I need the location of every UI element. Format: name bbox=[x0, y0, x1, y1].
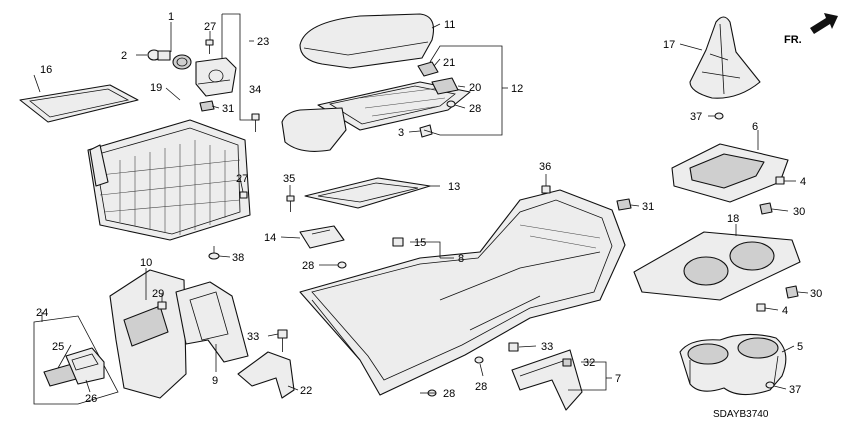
callout-33-right: 33 bbox=[541, 341, 553, 353]
callout-28-lower-a: 28 bbox=[443, 388, 455, 400]
part-36-clip bbox=[541, 185, 551, 194]
part-34-screw bbox=[251, 113, 260, 132]
callout-25: 25 bbox=[52, 341, 64, 353]
callout-4-upper: 4 bbox=[800, 176, 806, 188]
callout-20: 20 bbox=[469, 82, 481, 94]
part-4-clip-lower bbox=[756, 303, 766, 312]
callout-32: 32 bbox=[583, 357, 595, 369]
part-16-console-mat bbox=[19, 84, 139, 123]
callout-19: 19 bbox=[150, 82, 162, 94]
callout-28-lower-b: 28 bbox=[475, 381, 487, 393]
part-33-bolt-left bbox=[277, 329, 288, 352]
callout-28-armrest: 28 bbox=[469, 103, 481, 115]
callout-15: 15 bbox=[414, 237, 426, 249]
callout-10: 10 bbox=[140, 257, 152, 269]
callout-6: 6 bbox=[752, 121, 758, 133]
callout-36: 36 bbox=[539, 161, 551, 173]
callout-22: 22 bbox=[300, 385, 312, 397]
callout-29: 29 bbox=[152, 288, 164, 300]
callout-2: 2 bbox=[121, 50, 127, 62]
part-38-screw bbox=[208, 246, 220, 260]
callout-33-left: 33 bbox=[247, 331, 259, 343]
part-5-cup-holder bbox=[679, 333, 787, 396]
callout-37-upper: 37 bbox=[690, 111, 702, 123]
callout-8: 8 bbox=[458, 253, 464, 265]
part-23-socket-bracket bbox=[195, 57, 237, 97]
callout-17: 17 bbox=[663, 39, 675, 51]
direction-label: FR. bbox=[784, 34, 802, 46]
front-direction-indicator: FR. bbox=[784, 13, 838, 46]
part-2-accessory-socket bbox=[147, 49, 192, 70]
part-37-screw-upper bbox=[714, 112, 724, 120]
part-33-bolt-right bbox=[508, 342, 519, 352]
diagram-code: SDAYB3740 bbox=[713, 409, 769, 420]
part-20-hinge bbox=[431, 77, 459, 95]
part-9-panel-bracket bbox=[175, 281, 249, 363]
front-arrow-icon bbox=[810, 13, 838, 34]
part-32-nut bbox=[562, 358, 572, 367]
part-13-storage-tray bbox=[304, 177, 431, 209]
callout-37-lower: 37 bbox=[789, 384, 801, 396]
leader-lines bbox=[33, 13, 809, 394]
part-17-shift-boot bbox=[689, 16, 761, 99]
part-6-shift-panel bbox=[671, 143, 789, 203]
callout-38: 38 bbox=[232, 252, 244, 264]
part-27-screw-lower bbox=[239, 191, 248, 199]
callout-7: 7 bbox=[615, 373, 621, 385]
callout-4-lower: 4 bbox=[782, 305, 788, 317]
part-31-clip-right bbox=[616, 198, 632, 211]
part-26-pocket bbox=[65, 347, 105, 385]
callout-26: 26 bbox=[85, 393, 97, 405]
callout-31-right: 31 bbox=[642, 201, 654, 213]
callout-9: 9 bbox=[212, 375, 218, 387]
callout-31-upper: 31 bbox=[222, 103, 234, 115]
callout-27-lower: 27 bbox=[236, 173, 248, 185]
part-31-clip-upper bbox=[199, 100, 215, 112]
part-30-clip-upper bbox=[759, 202, 773, 215]
callout-12: 12 bbox=[511, 83, 523, 95]
part-10-rear-panel bbox=[109, 269, 187, 399]
part-27-screw-upper bbox=[205, 39, 214, 54]
part-18-cup-holder-panel bbox=[633, 231, 801, 301]
part-28-screw-armrest bbox=[446, 100, 456, 108]
callout-5: 5 bbox=[797, 341, 803, 353]
callout-11: 11 bbox=[444, 19, 455, 31]
part-19-console-box bbox=[87, 119, 251, 241]
part-11-armrest-lid bbox=[299, 13, 435, 69]
callout-21: 21 bbox=[443, 57, 455, 69]
callout-3: 3 bbox=[398, 127, 404, 139]
part-24-group-frame bbox=[33, 315, 119, 405]
part-37-screw-lower bbox=[765, 381, 775, 389]
part-4-clip-upper bbox=[775, 176, 785, 185]
callout-30-lower: 30 bbox=[810, 288, 822, 300]
part-15-clip bbox=[392, 237, 404, 247]
part-14-latch bbox=[299, 225, 345, 249]
part-8-center-console-body bbox=[299, 189, 626, 396]
callout-24: 24 bbox=[36, 307, 48, 319]
callout-28-mid: 28 bbox=[302, 260, 314, 272]
part-30-clip-lower bbox=[785, 285, 799, 299]
part-28-screw-mid bbox=[337, 261, 347, 269]
callout-34: 34 bbox=[249, 84, 261, 96]
part-12-armrest-base bbox=[281, 81, 471, 152]
callout-13: 13 bbox=[448, 181, 460, 193]
part-28-screw-bottom-b bbox=[474, 356, 484, 364]
part-29-clip bbox=[157, 301, 167, 310]
callout-labels: 1 2 27 23 16 19 31 34 27 38 11 21 20 12 … bbox=[36, 11, 822, 405]
callout-27-upper: 27 bbox=[204, 21, 216, 33]
callout-23: 23 bbox=[257, 36, 269, 48]
part-35-screw bbox=[286, 195, 295, 212]
callout-30-upper: 30 bbox=[793, 206, 805, 218]
callout-1: 1 bbox=[168, 11, 174, 23]
callout-14: 14 bbox=[264, 232, 276, 244]
callout-35: 35 bbox=[283, 173, 295, 185]
callout-18: 18 bbox=[727, 213, 739, 225]
part-21-hinge bbox=[417, 61, 439, 77]
part-22-lower-bracket bbox=[237, 351, 295, 399]
callout-16: 16 bbox=[40, 64, 52, 76]
